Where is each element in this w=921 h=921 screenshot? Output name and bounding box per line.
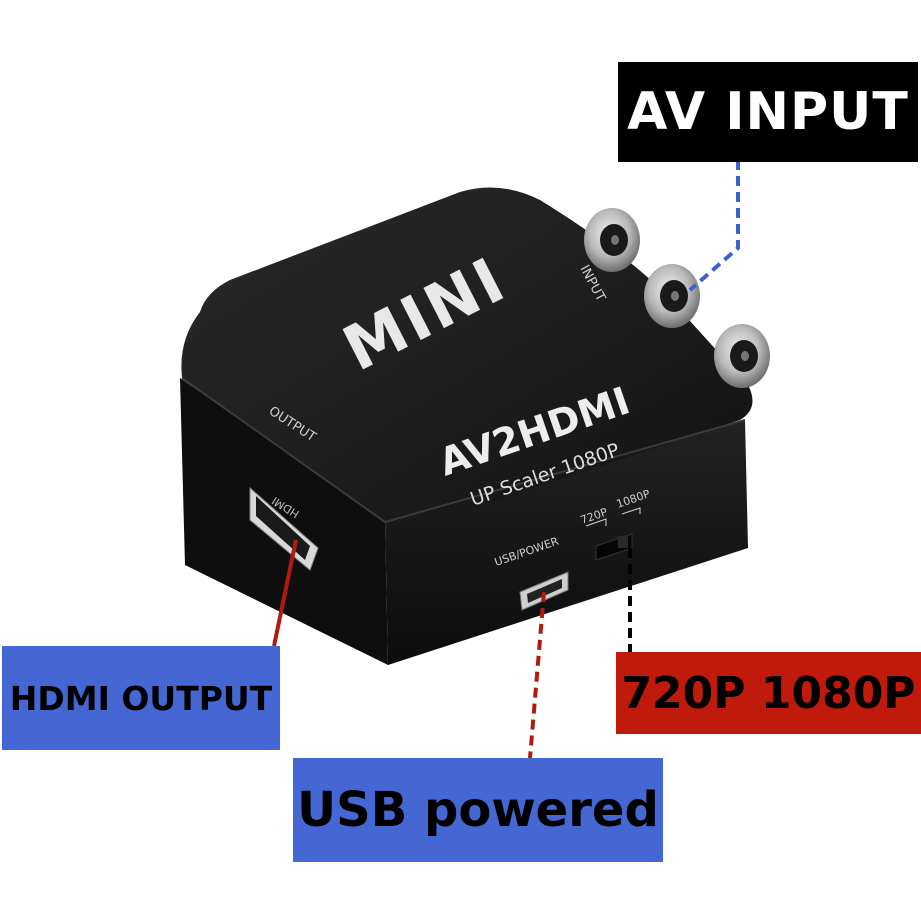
usb-port — [519, 571, 569, 611]
resolution-callout: 720P 1080P — [616, 652, 921, 734]
device-body — [180, 187, 753, 665]
av-input-leader — [688, 160, 740, 292]
rca-connector-3 — [714, 324, 770, 388]
hdmi-output-callout: HDMI OUTPUT — [2, 646, 280, 750]
switch-bracket-720 — [585, 518, 607, 527]
rca-connectors — [584, 208, 770, 388]
usb-powered-callout: USB powered — [293, 758, 663, 862]
switch-bracket-1080 — [621, 507, 641, 515]
hdmi-output-leader — [272, 539, 298, 647]
rca-connector-1 — [584, 208, 640, 272]
rca-connector-2 — [644, 264, 700, 328]
usb-powered-leader — [528, 591, 546, 759]
av-input-callout: AV INPUT — [618, 62, 918, 162]
